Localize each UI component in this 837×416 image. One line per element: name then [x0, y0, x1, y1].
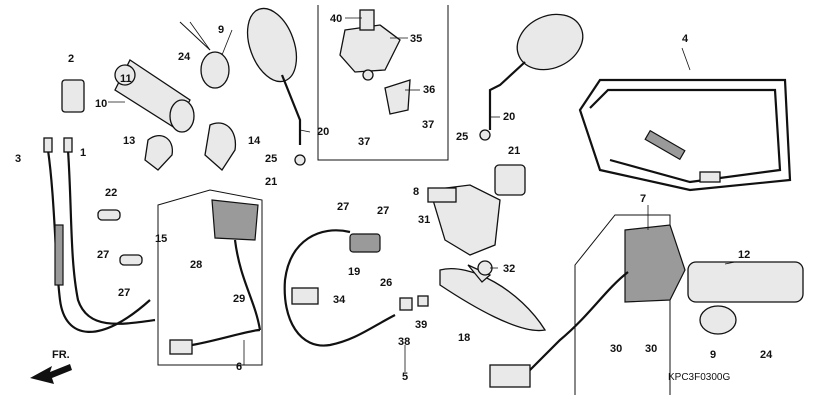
callout-27-b: 27 — [118, 287, 130, 299]
callout-24-right: 24 — [760, 349, 773, 361]
callout-15: 15 — [155, 233, 167, 245]
diagram-code: KPC3F0300G — [668, 372, 730, 383]
callout-8: 8 — [413, 186, 419, 198]
direction-label: FR. — [52, 349, 70, 361]
callout-24-left: 24 — [178, 51, 191, 63]
callout-14: 14 — [248, 135, 261, 147]
callout-30-right: 30 — [645, 343, 657, 355]
callout-9-left: 9 — [218, 24, 224, 36]
callout-11: 11 — [120, 73, 132, 85]
callout-5: 5 — [402, 371, 408, 383]
switch-group-box — [157, 189, 263, 366]
small-parts — [97, 129, 493, 311]
callout-34: 34 — [333, 294, 346, 306]
choke-cable — [283, 229, 396, 347]
callout-32: 32 — [503, 263, 515, 275]
callout-4: 4 — [682, 33, 689, 45]
left-handlebar-switch — [169, 199, 262, 355]
callout-38: 38 — [398, 336, 410, 348]
callout-21-left: 21 — [265, 176, 277, 188]
callout-1: 1 — [80, 147, 86, 159]
callout-3: 3 — [15, 153, 21, 165]
callout-27-a: 27 — [97, 249, 109, 261]
callout-35: 35 — [410, 33, 422, 45]
callout-28: 28 — [190, 259, 202, 271]
callout-27-c: 27 — [337, 201, 349, 213]
callout-37-right: 37 — [422, 119, 434, 131]
callout-12: 12 — [738, 249, 750, 261]
callout-2: 2 — [68, 53, 74, 65]
callout-10: 10 — [95, 98, 107, 110]
clutch-cable — [578, 78, 792, 192]
callout-7: 7 — [640, 193, 646, 205]
callout-29: 29 — [233, 293, 245, 305]
clutch-lever-bracket — [339, 9, 411, 115]
callout-13: 13 — [123, 135, 135, 147]
lever-bracket-group-box — [317, 5, 449, 161]
callout-9-right: 9 — [710, 349, 716, 361]
callout-19: 19 — [348, 266, 360, 278]
callout-21-right: 21 — [508, 145, 520, 157]
callout-25-right: 25 — [456, 131, 468, 143]
callout-31: 31 — [418, 214, 430, 226]
callout-30-left: 30 — [610, 343, 622, 355]
callout-6: 6 — [236, 361, 242, 373]
right-grip — [687, 261, 804, 335]
callout-26: 26 — [380, 277, 392, 289]
front-direction-arrow: FR. — [30, 349, 72, 384]
callout-39: 39 — [415, 319, 427, 331]
callout-36: 36 — [423, 84, 435, 96]
callout-25-left: 25 — [265, 153, 277, 165]
callout-20-left: 20 — [317, 126, 329, 138]
right-mirror — [488, 13, 584, 130]
callout-labels: 1 2 3 4 5 6 7 8 9 9 10 11 12 13 14 15 18… — [15, 13, 773, 383]
callout-18: 18 — [458, 332, 470, 344]
right-handlebar-switch — [489, 224, 686, 388]
leader-lines — [108, 17, 736, 372]
throttle-grip — [61, 59, 237, 171]
callout-22: 22 — [105, 187, 117, 199]
callout-20-right: 20 — [503, 111, 515, 123]
left-mirror — [179, 7, 302, 145]
callout-37-left: 37 — [358, 136, 370, 148]
callout-40: 40 — [330, 13, 342, 25]
callout-27-d: 27 — [377, 205, 389, 217]
throttle-cables — [43, 137, 156, 333]
